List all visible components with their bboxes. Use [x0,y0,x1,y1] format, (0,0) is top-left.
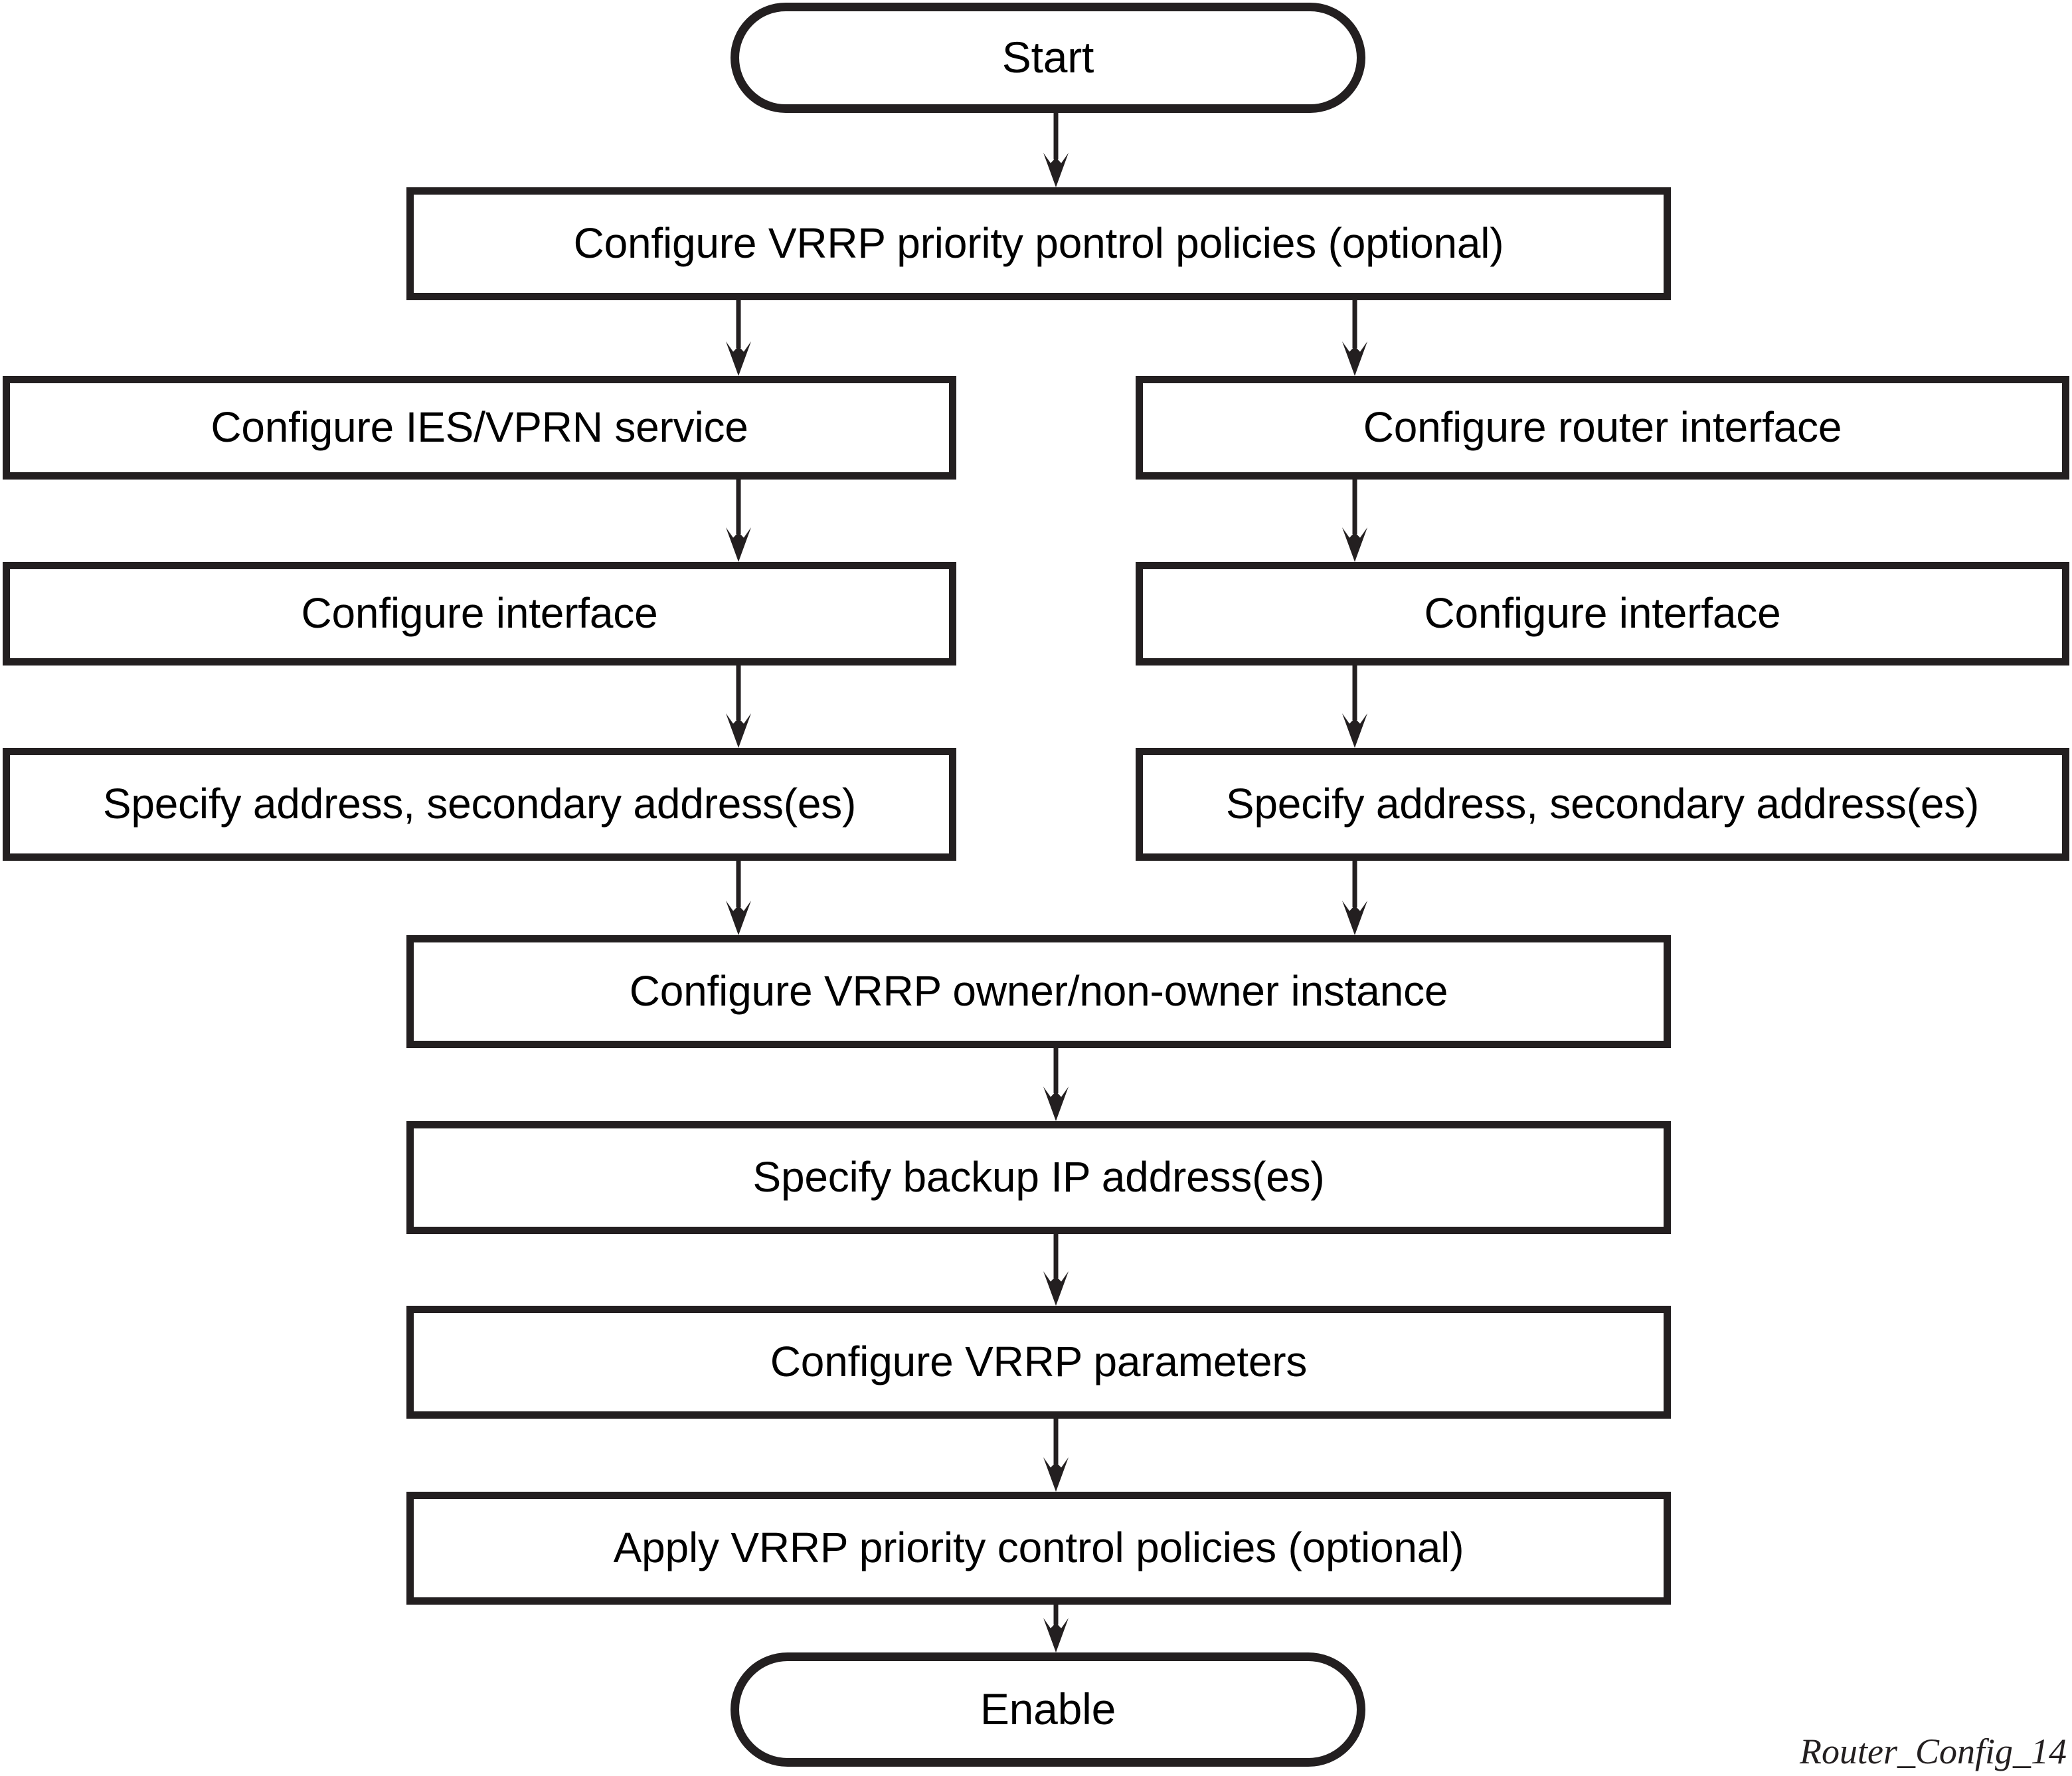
arrowhead-icon [726,527,751,562]
node-label: Configure VRRP priority pontrol policies… [573,219,1504,268]
connector-e-interface-right-to-address [1342,666,1367,748]
connector-e-address-right-to-vrrp [1342,861,1367,935]
arrowhead-icon [1043,153,1069,187]
flowchart-node-configure-vrrp-instance[interactable]: Configure VRRP owner/non-owner instance [406,935,1671,1048]
arrowhead-icon [726,341,751,376]
node-label: Configure IES/VPRN service [211,403,748,452]
flowchart-node-configure-vrrp-parameters[interactable]: Configure VRRP parameters [406,1306,1671,1419]
arrowhead-icon [1342,341,1367,376]
node-label: Configure router interface [1363,403,1842,452]
arrowhead-icon [1043,1457,1069,1492]
node-label: Start [1001,33,1094,82]
arrowhead-icon [726,713,751,748]
figure-caption: Router_Config_14 [1800,1732,2067,1771]
flowchart-node-specify-address-right[interactable]: Specify address, secondary address(es) [1136,748,2069,861]
flowchart-node-enable[interactable]: Enable [731,1652,1365,1767]
arrowhead-icon [1342,527,1367,562]
connector-e-address-left-to-vrrp [726,861,751,935]
node-label: Specify backup IP address(es) [752,1153,1325,1201]
node-label: Configure VRRP owner/non-owner instance [629,967,1448,1016]
connector-e-router-to-interface-right [1342,480,1367,562]
node-label: Configure interface [301,589,658,638]
flowchart-node-specify-backup-ip[interactable]: Specify backup IP address(es) [406,1121,1671,1234]
flowchart-node-start[interactable]: Start [731,3,1365,113]
connector-e-ies-to-interface-left [726,480,751,562]
arrowhead-icon [1043,1087,1069,1121]
connector-e-policies-to-router [1342,300,1367,376]
connector-e-start-to-policies [1043,113,1069,187]
node-label: Apply VRRP priority control policies (op… [613,1524,1464,1572]
node-label: Specify address, secondary address(es) [1225,780,1980,828]
connector-e-backup-to-parameters [1043,1234,1069,1306]
flowchart-node-configure-ies-vprn-service[interactable]: Configure IES/VPRN service [3,376,956,480]
node-label: Specify address, secondary address(es) [102,780,857,828]
connector-e-interface-left-to-address [726,666,751,748]
arrowhead-icon [1342,713,1367,748]
connector-e-apply-to-enable [1043,1605,1069,1652]
node-label: Configure interface [1424,589,1781,638]
flowchart-node-configure-priority-policies[interactable]: Configure VRRP priority pontrol policies… [406,187,1671,300]
connector-e-parameters-to-apply [1043,1419,1069,1492]
node-label: Configure VRRP parameters [770,1338,1308,1386]
node-label: Enable [980,1684,1116,1734]
flowchart-node-configure-interface-left[interactable]: Configure interface [3,562,956,666]
flowchart-node-configure-interface-right[interactable]: Configure interface [1136,562,2069,666]
arrowhead-icon [1043,1271,1069,1306]
flowchart-node-configure-router-interface[interactable]: Configure router interface [1136,376,2069,480]
arrowhead-icon [726,901,751,935]
arrowhead-icon [1342,901,1367,935]
connector-e-vrrp-to-backup [1043,1048,1069,1121]
connector-e-policies-to-ies [726,300,751,376]
arrowhead-icon [1043,1618,1069,1652]
flowchart-node-specify-address-left[interactable]: Specify address, secondary address(es) [3,748,956,861]
flowchart-node-apply-priority-policies[interactable]: Apply VRRP priority control policies (op… [406,1492,1671,1605]
